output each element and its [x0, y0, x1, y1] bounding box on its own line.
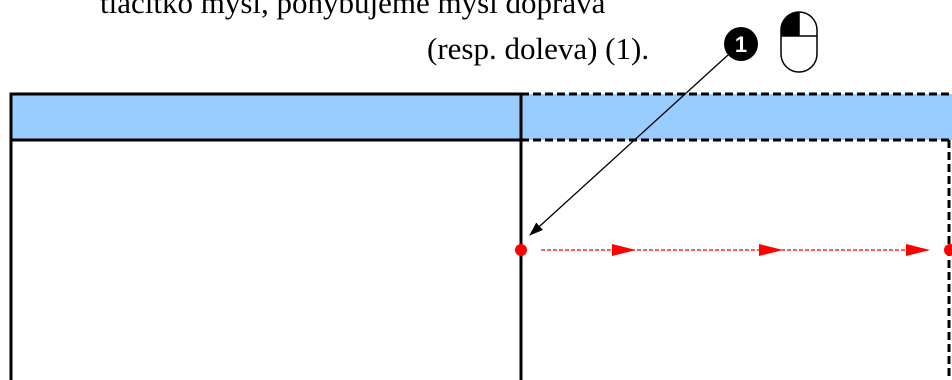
drag-arrowhead [759, 244, 783, 256]
step-badge-number: 1 [735, 32, 747, 57]
window-header [9, 92, 523, 142]
drag-end-point [944, 244, 952, 256]
caption-line-2: (resp. doleva) (1). [427, 31, 650, 66]
caption-line-1: tlačítko myši, pohybujeme myší doprava [100, 0, 606, 20]
callout-leader-arrow [529, 54, 729, 236]
mouse-left-button-icon [780, 11, 818, 73]
drag-arrowhead [906, 244, 930, 256]
drag-start-point [515, 244, 527, 256]
drag-arrowhead [612, 244, 636, 256]
step-badge-icon: 1 [724, 27, 758, 61]
ghost-window-header [521, 94, 952, 140]
